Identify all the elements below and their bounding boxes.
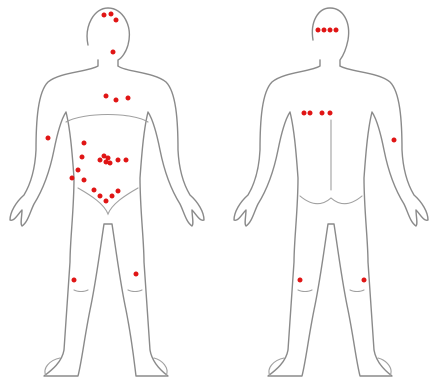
marker-upper-back — [302, 111, 307, 116]
marker-abdomen — [124, 158, 129, 163]
front-right-knee-line — [128, 290, 142, 292]
marker-right-knee — [72, 278, 77, 283]
marker-right-elbow — [46, 136, 51, 141]
marker-groin — [92, 188, 97, 193]
marker-head — [114, 18, 119, 23]
marker-abdomen — [98, 158, 103, 163]
marker-abdomen — [116, 158, 121, 163]
marker-abdomen — [82, 141, 87, 146]
marker-abdomen — [70, 176, 75, 181]
marker-head — [109, 12, 114, 17]
marker-right-knee — [362, 278, 367, 283]
back-figure — [234, 8, 428, 376]
marker-groin — [82, 178, 87, 183]
marker-groin — [110, 194, 115, 199]
marker-groin — [98, 194, 103, 199]
front-figure — [10, 8, 204, 376]
front-head-outline — [87, 8, 129, 66]
marker-left-knee — [298, 278, 303, 283]
back-marker-layer — [298, 28, 397, 283]
marker-upper-back — [308, 111, 313, 116]
back-head-outline — [312, 8, 348, 66]
marker-chest — [126, 96, 131, 101]
marker-right-elbow — [392, 138, 397, 143]
marker-abdomen — [76, 168, 81, 173]
marker-head — [334, 28, 339, 33]
marker-chest — [104, 94, 109, 99]
back-buttocks-line — [300, 196, 362, 204]
marker-chest — [114, 98, 119, 103]
marker-left-knee — [134, 272, 139, 277]
back-right-knee-line — [350, 290, 364, 292]
front-left-knee-line — [74, 290, 88, 292]
marker-head — [102, 13, 107, 18]
back-left-knee-line — [298, 290, 312, 292]
marker-upper-back — [328, 111, 333, 116]
front-body-outline — [10, 60, 204, 376]
marker-neck — [111, 50, 116, 55]
front-chest-line — [66, 115, 148, 123]
marker-head — [322, 28, 327, 33]
marker-groin — [116, 189, 121, 194]
back-body-outline — [234, 60, 428, 376]
marker-groin — [104, 199, 109, 204]
marker-head — [328, 28, 333, 33]
marker-head — [316, 28, 321, 33]
marker-abdomen — [80, 155, 85, 160]
marker-upper-back — [320, 111, 325, 116]
marker-abdomen — [108, 161, 113, 166]
